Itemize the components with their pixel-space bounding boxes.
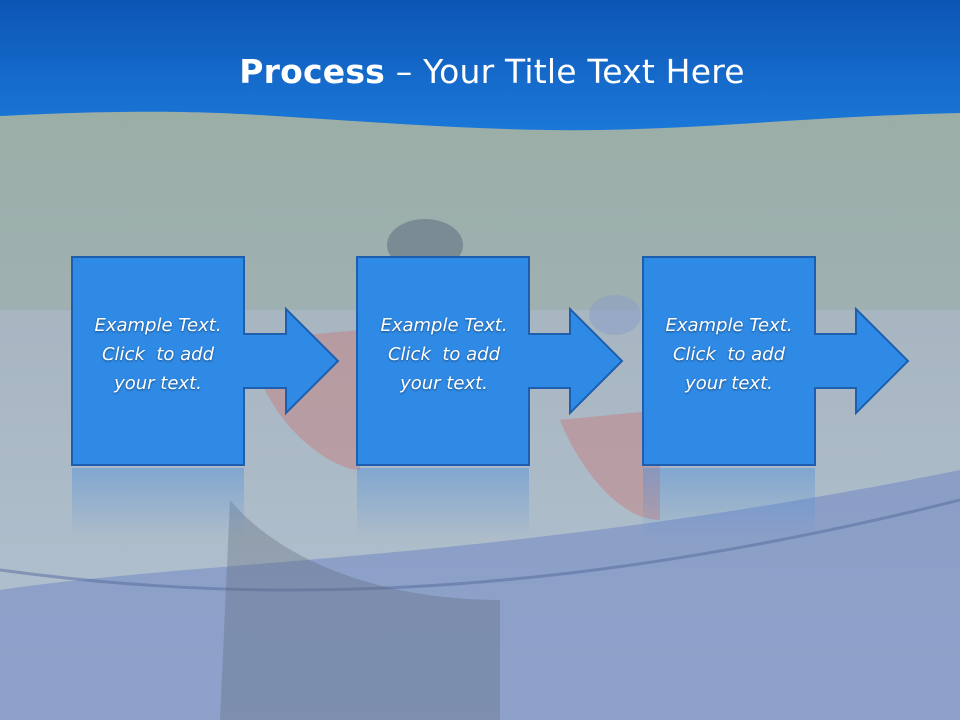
step-text-line: your text. — [114, 373, 202, 394]
right-arrow-icon — [814, 306, 910, 416]
step-text-line: your text. — [685, 373, 773, 394]
right-arrow-icon — [243, 306, 340, 416]
slide-title[interactable]: Process – Your Title Text Here — [0, 52, 960, 91]
step-text-line: Click to add — [672, 344, 785, 365]
process-step-2-text[interactable]: Example Text. Click to add your text. — [358, 311, 530, 398]
right-arrow-icon — [528, 306, 624, 416]
step-text-line: Click to add — [387, 344, 500, 365]
step-text-line: Click to add — [101, 344, 214, 365]
step-text-line: Example Text. — [665, 315, 793, 336]
process-step-1-text[interactable]: Example Text. Click to add your text. — [72, 311, 244, 398]
process-step-3-shape[interactable] — [642, 256, 910, 466]
title-bold: Process — [239, 52, 386, 91]
title-rest: – Your Title Text Here — [385, 52, 745, 91]
process-step-1-shape[interactable] — [71, 256, 340, 466]
process-step-3-text[interactable]: Example Text. Click to add your text. — [643, 311, 815, 398]
process-step-2-shape[interactable] — [356, 256, 624, 466]
step-text-line: Example Text. — [380, 315, 508, 336]
step-text-line: your text. — [400, 373, 488, 394]
step-text-line: Example Text. — [94, 315, 222, 336]
